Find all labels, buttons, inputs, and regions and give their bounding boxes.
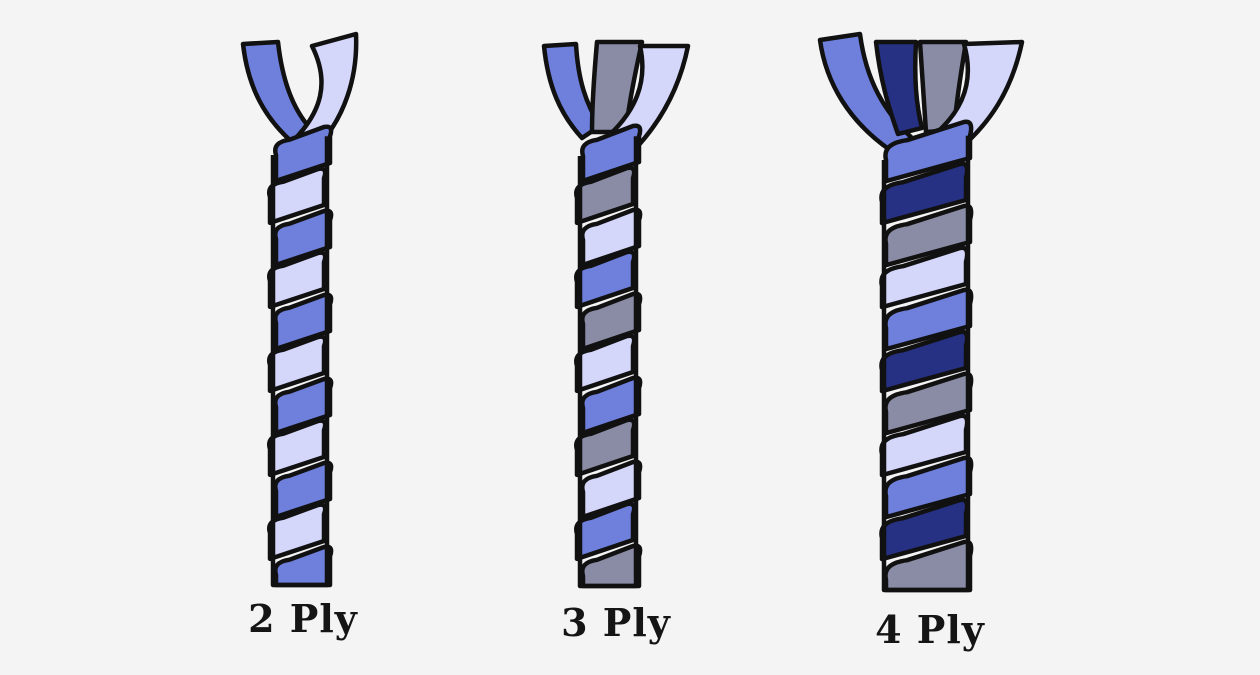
rope-outline: [881, 135, 971, 593]
rope-label-4-ply: 4 Ply: [875, 607, 985, 652]
rope-body: [574, 123, 643, 589]
twist-band: [267, 334, 328, 394]
twist-band: [580, 291, 643, 352]
twist-band: [273, 124, 334, 184]
strand-end-2: [873, 39, 925, 137]
twist-band: [273, 208, 334, 268]
twist-band: [273, 460, 334, 520]
rope-label-3-ply: 3 Ply: [561, 600, 671, 645]
twist-band: [883, 119, 974, 184]
rope-4-ply: [817, 31, 1025, 593]
rope-body: [879, 119, 974, 593]
twist-band: [574, 249, 637, 310]
rope-body: [267, 124, 334, 588]
twist-band: [580, 375, 643, 436]
twist-band: [580, 123, 643, 184]
twist-band: [580, 543, 643, 589]
twist-band: [580, 459, 643, 520]
twist-band: [574, 417, 637, 478]
twist-band: [267, 418, 328, 478]
rope-outline: [577, 136, 639, 589]
strand-end-1: [240, 39, 313, 145]
twist-band: [273, 292, 334, 352]
twist-band: [267, 502, 328, 562]
twist-band: [574, 333, 637, 394]
twist-band: [574, 165, 637, 226]
rope-3-ply: [541, 39, 691, 589]
twist-band: [574, 501, 637, 562]
twist-band: [580, 207, 643, 268]
rope-2-ply: [240, 31, 359, 588]
rope-outline: [270, 136, 330, 588]
twist-band: [273, 376, 334, 436]
twist-band: [267, 250, 328, 310]
rope-label-2-ply: 2 Ply: [248, 596, 358, 641]
twist-band: [273, 544, 334, 588]
twist-band: [267, 166, 328, 226]
